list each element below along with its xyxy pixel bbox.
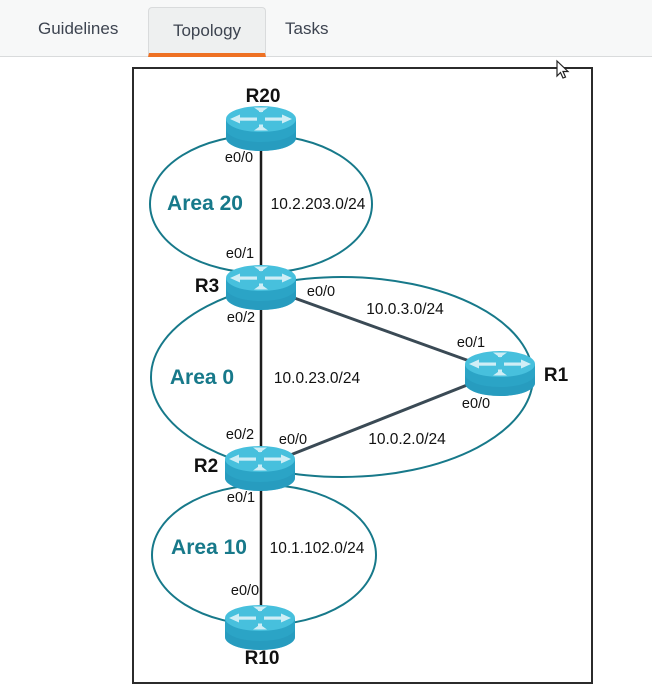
router-label-r2: R2 bbox=[193, 456, 219, 477]
tab-bar: Guidelines Topology Tasks bbox=[0, 0, 652, 57]
tab-tasks[interactable]: Tasks bbox=[285, 18, 329, 38]
router-label-r10: R10 bbox=[244, 648, 280, 669]
router-icon-r2 bbox=[225, 446, 295, 491]
link-r2-r1 bbox=[259, 370, 501, 469]
if-label-r1-e0-0: e0/0 bbox=[461, 396, 491, 412]
if-label-r10-e0-0: e0/0 bbox=[230, 583, 260, 599]
area-label-0: Area 0 bbox=[169, 366, 235, 389]
router-icon-r20 bbox=[226, 106, 296, 151]
if-label-r2-e0-1: e0/1 bbox=[226, 490, 256, 506]
network-label-10-1-102: 10.1.102.0/24 bbox=[269, 540, 365, 557]
if-label-r3-e0-1: e0/1 bbox=[225, 246, 255, 262]
if-label-r20-e0-0: e0/0 bbox=[224, 150, 254, 166]
router-label-r3: R3 bbox=[194, 276, 220, 297]
router-icon-r10 bbox=[225, 605, 295, 650]
router-icon-r3 bbox=[226, 265, 296, 310]
topology-canvas: R20 R3 R1 R2 R10 Area 20 Area 0 Area 10 … bbox=[0, 58, 652, 690]
link-r3-r1 bbox=[260, 284, 501, 374]
if-label-r3-e0-2: e0/2 bbox=[226, 310, 256, 326]
router-icon-r1 bbox=[465, 351, 535, 396]
router-label-r20: R20 bbox=[245, 86, 281, 107]
tab-guidelines[interactable]: Guidelines bbox=[38, 18, 119, 38]
if-label-r3-e0-0: e0/0 bbox=[306, 284, 336, 300]
area-label-20: Area 20 bbox=[167, 192, 243, 215]
if-label-r1-e0-1: e0/1 bbox=[456, 335, 486, 351]
area-label-10: Area 10 bbox=[171, 536, 247, 559]
if-label-r2-e0-0: e0/0 bbox=[278, 432, 308, 448]
topology-drawing bbox=[149, 59, 570, 650]
if-label-r2-e0-2: e0/2 bbox=[225, 427, 255, 443]
mouse-cursor-icon bbox=[556, 59, 570, 79]
tab-topology[interactable]: Topology bbox=[148, 7, 266, 57]
network-label-10-0-2: 10.0.2.0/24 bbox=[368, 431, 446, 448]
network-label-10-0-23: 10.0.23.0/24 bbox=[273, 370, 361, 387]
network-label-10-0-3: 10.0.3.0/24 bbox=[366, 301, 444, 318]
network-label-10-2-203: 10.2.203.0/24 bbox=[270, 196, 366, 213]
router-label-r1: R1 bbox=[543, 365, 569, 386]
